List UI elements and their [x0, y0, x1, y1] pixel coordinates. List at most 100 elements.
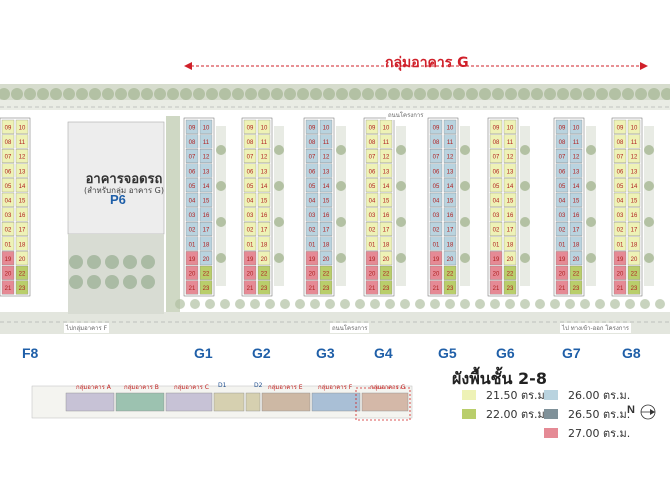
- tree: [635, 88, 647, 100]
- g6-unit-left: [489, 192, 503, 207]
- tree: [655, 299, 665, 309]
- g5-unit-label: 14: [447, 184, 454, 190]
- g1-unit-left: [185, 207, 199, 222]
- key-block: [311, 392, 361, 412]
- f8-unit-right: [15, 192, 29, 207]
- f8-unit-right: [15, 178, 29, 193]
- g7-unit-left: [555, 251, 569, 266]
- g2-unit-label: 16: [261, 213, 268, 219]
- g3-unit-label: 23: [323, 286, 330, 292]
- g4-unit-left: [365, 222, 379, 236]
- g4-core: [396, 126, 406, 286]
- tree: [375, 88, 387, 100]
- g3-unit-right: [319, 149, 333, 163]
- g6-unit-left: [489, 119, 503, 134]
- g7-core: [586, 126, 596, 286]
- g5-unit-label: 16: [447, 213, 454, 219]
- g2-unit-left: [243, 119, 257, 134]
- g3-unit-left: [305, 134, 319, 149]
- group-arrow-right: [640, 62, 648, 70]
- f8-unit-label: 04: [5, 199, 12, 205]
- f8-unit-left: [1, 192, 15, 207]
- f8-unit-left: [1, 119, 15, 134]
- g3-unit-label: 20: [323, 257, 330, 263]
- f8-unit-left: [1, 149, 15, 163]
- g6-unit-label: 16: [507, 213, 514, 219]
- building-label-g4: G4: [374, 345, 393, 361]
- g2-unit-right: [257, 222, 271, 236]
- f8-unit-right: [15, 207, 29, 222]
- g7-unit-left: [555, 178, 569, 193]
- g6-unit-left: [489, 149, 503, 163]
- g1-unit-label: 20: [203, 257, 210, 263]
- tree: [24, 88, 36, 100]
- g6-unit-label: 09: [493, 126, 500, 132]
- tree: [596, 88, 608, 100]
- g3-unit-label: 13: [323, 169, 330, 175]
- g8-unit-label: 14: [631, 184, 638, 190]
- tree: [216, 217, 226, 227]
- g2-unit-left: [243, 163, 257, 178]
- tree: [37, 88, 49, 100]
- g8-unit-left: [613, 265, 627, 280]
- f8-unit-label: 20: [5, 272, 12, 278]
- f8-unit-label: 19: [5, 257, 12, 263]
- tree: [586, 181, 596, 191]
- g2-unit-right: [257, 149, 271, 163]
- g2-unit-right: [257, 192, 271, 207]
- g6-unit-right: [503, 119, 517, 134]
- g8-unit-right: [627, 134, 641, 149]
- g6-unit-label: 19: [493, 257, 500, 263]
- key-label-g: กลุ่มอาคาร G: [370, 384, 406, 391]
- legend-swatch: [544, 428, 558, 438]
- tree: [274, 253, 284, 263]
- g4-unit-label: 13: [383, 169, 390, 175]
- g5-unit-label: 07: [433, 155, 440, 161]
- g7-unit-right: [569, 192, 583, 207]
- legend-item-2650: 26.50 ตร.ม.: [544, 405, 630, 423]
- g8-unit-right: [627, 207, 641, 222]
- f8-unit-label: 01: [5, 242, 12, 248]
- g6-outline: [487, 117, 519, 297]
- g2-unit-label: 07: [247, 155, 254, 161]
- g1-unit-right: [199, 251, 213, 266]
- g5-unit-left: [429, 163, 443, 178]
- tree: [274, 181, 284, 191]
- g1-unit-right: [199, 119, 213, 134]
- f8-unit-label: 11: [19, 140, 26, 146]
- g6-unit-right: [503, 207, 517, 222]
- legend-item-2700: 27.00 ตร.ม.: [544, 424, 630, 442]
- f8-unit-label: 12: [19, 155, 26, 161]
- g7-unit-left: [555, 236, 569, 251]
- parking-title: อาคารจอดรถ: [85, 172, 163, 187]
- g4-unit-left: [365, 192, 379, 207]
- tree: [610, 299, 620, 309]
- g7-unit-right: [569, 207, 583, 222]
- g1-unit-left: [185, 134, 199, 149]
- g4-unit-label: 07: [369, 155, 376, 161]
- g7-unit-right: [569, 149, 583, 163]
- g3-unit-left: [305, 119, 319, 134]
- g6-unit-label: 20: [493, 272, 500, 278]
- g1-unit-label: 12: [203, 155, 210, 161]
- g2-unit-left: [243, 222, 257, 236]
- g6-unit-right: [503, 163, 517, 178]
- north-arrow-label: N: [627, 404, 635, 416]
- tree: [460, 217, 470, 227]
- g1-unit-left: [185, 236, 199, 251]
- g4-unit-right: [379, 192, 393, 207]
- g7-unit-left: [555, 280, 569, 295]
- g4-unit-label: 06: [369, 169, 376, 175]
- g3-unit-label: 14: [323, 184, 330, 190]
- g2-unit-label: 04: [247, 199, 254, 205]
- tree: [220, 299, 230, 309]
- g2-unit-label: 15: [261, 199, 268, 205]
- g4-unit-label: 20: [383, 257, 390, 263]
- g3-unit-label: 03: [309, 213, 316, 219]
- g4-unit-left: [365, 134, 379, 149]
- g1-unit-right: [199, 280, 213, 295]
- g6-unit-right: [503, 251, 517, 266]
- g2-unit-label: 17: [261, 228, 268, 234]
- g2-unit-label: 13: [261, 169, 268, 175]
- g5-unit-right: [443, 163, 457, 178]
